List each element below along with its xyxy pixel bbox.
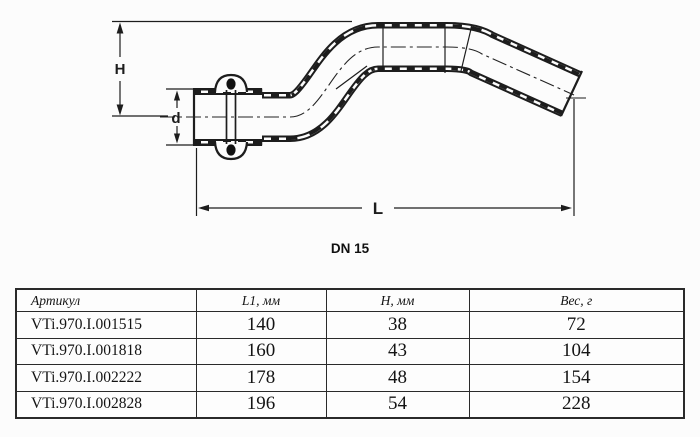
dim-label-d: d xyxy=(171,110,180,127)
dimension-h xyxy=(112,20,352,117)
technical-drawing: H d L DN 15 xyxy=(112,20,700,256)
arrow-up-icon xyxy=(116,22,124,34)
cell-article: VTi.970.I.001515 xyxy=(15,311,197,339)
press-socket xyxy=(193,73,262,161)
cell-value: 104 xyxy=(468,337,685,365)
cell-value: 154 xyxy=(468,364,685,392)
spec-table-container: Артикул L1, мм Н, мм Вес, г VTi.970.I.00… xyxy=(15,288,685,419)
cell-value: 178 xyxy=(195,364,327,392)
segment-lines xyxy=(335,23,472,90)
col-header-article: Артикул xyxy=(15,288,197,312)
table-header-row: Артикул L1, мм Н, мм Вес, г xyxy=(15,288,685,312)
spec-table: Артикул L1, мм Н, мм Вес, г VTi.970.I.00… xyxy=(15,288,685,419)
pipe-body xyxy=(256,47,571,117)
pipe-centerline xyxy=(160,46,575,118)
cell-article: VTi.970.I.001818 xyxy=(15,337,197,365)
col-header-l1: L1, мм xyxy=(195,288,327,312)
bead-top xyxy=(213,73,249,93)
arrow-down-icon xyxy=(173,133,181,144)
cell-value: 160 xyxy=(195,337,327,365)
o-ring-bottom xyxy=(226,144,236,156)
col-header-weight: Вес, г xyxy=(468,288,685,312)
arrow-down-icon xyxy=(116,104,124,116)
cell-value: 48 xyxy=(325,364,470,392)
cell-value: 54 xyxy=(325,390,470,419)
cell-value: 72 xyxy=(468,311,685,339)
dimension-l xyxy=(195,99,575,216)
cell-value: 196 xyxy=(195,390,327,419)
dim-label-l: L xyxy=(373,199,383,218)
arrow-right-icon xyxy=(561,204,572,212)
cell-value: 43 xyxy=(325,337,470,365)
arrow-up-icon xyxy=(173,90,181,101)
col-header-h: Н, мм xyxy=(325,288,470,312)
cell-article: VTi.970.I.002828 xyxy=(15,390,197,419)
dim-label-h: H xyxy=(115,61,126,78)
dimension-d xyxy=(166,88,193,146)
cell-article: VTi.970.I.002222 xyxy=(15,364,197,392)
cell-value: 228 xyxy=(468,390,685,419)
bead-bottom xyxy=(213,141,249,161)
cell-value: 140 xyxy=(195,311,327,339)
o-ring-top xyxy=(226,78,236,90)
cell-value: 38 xyxy=(325,311,470,339)
arrow-left-icon xyxy=(198,204,209,212)
dn-size-label: DN 15 xyxy=(331,241,370,256)
